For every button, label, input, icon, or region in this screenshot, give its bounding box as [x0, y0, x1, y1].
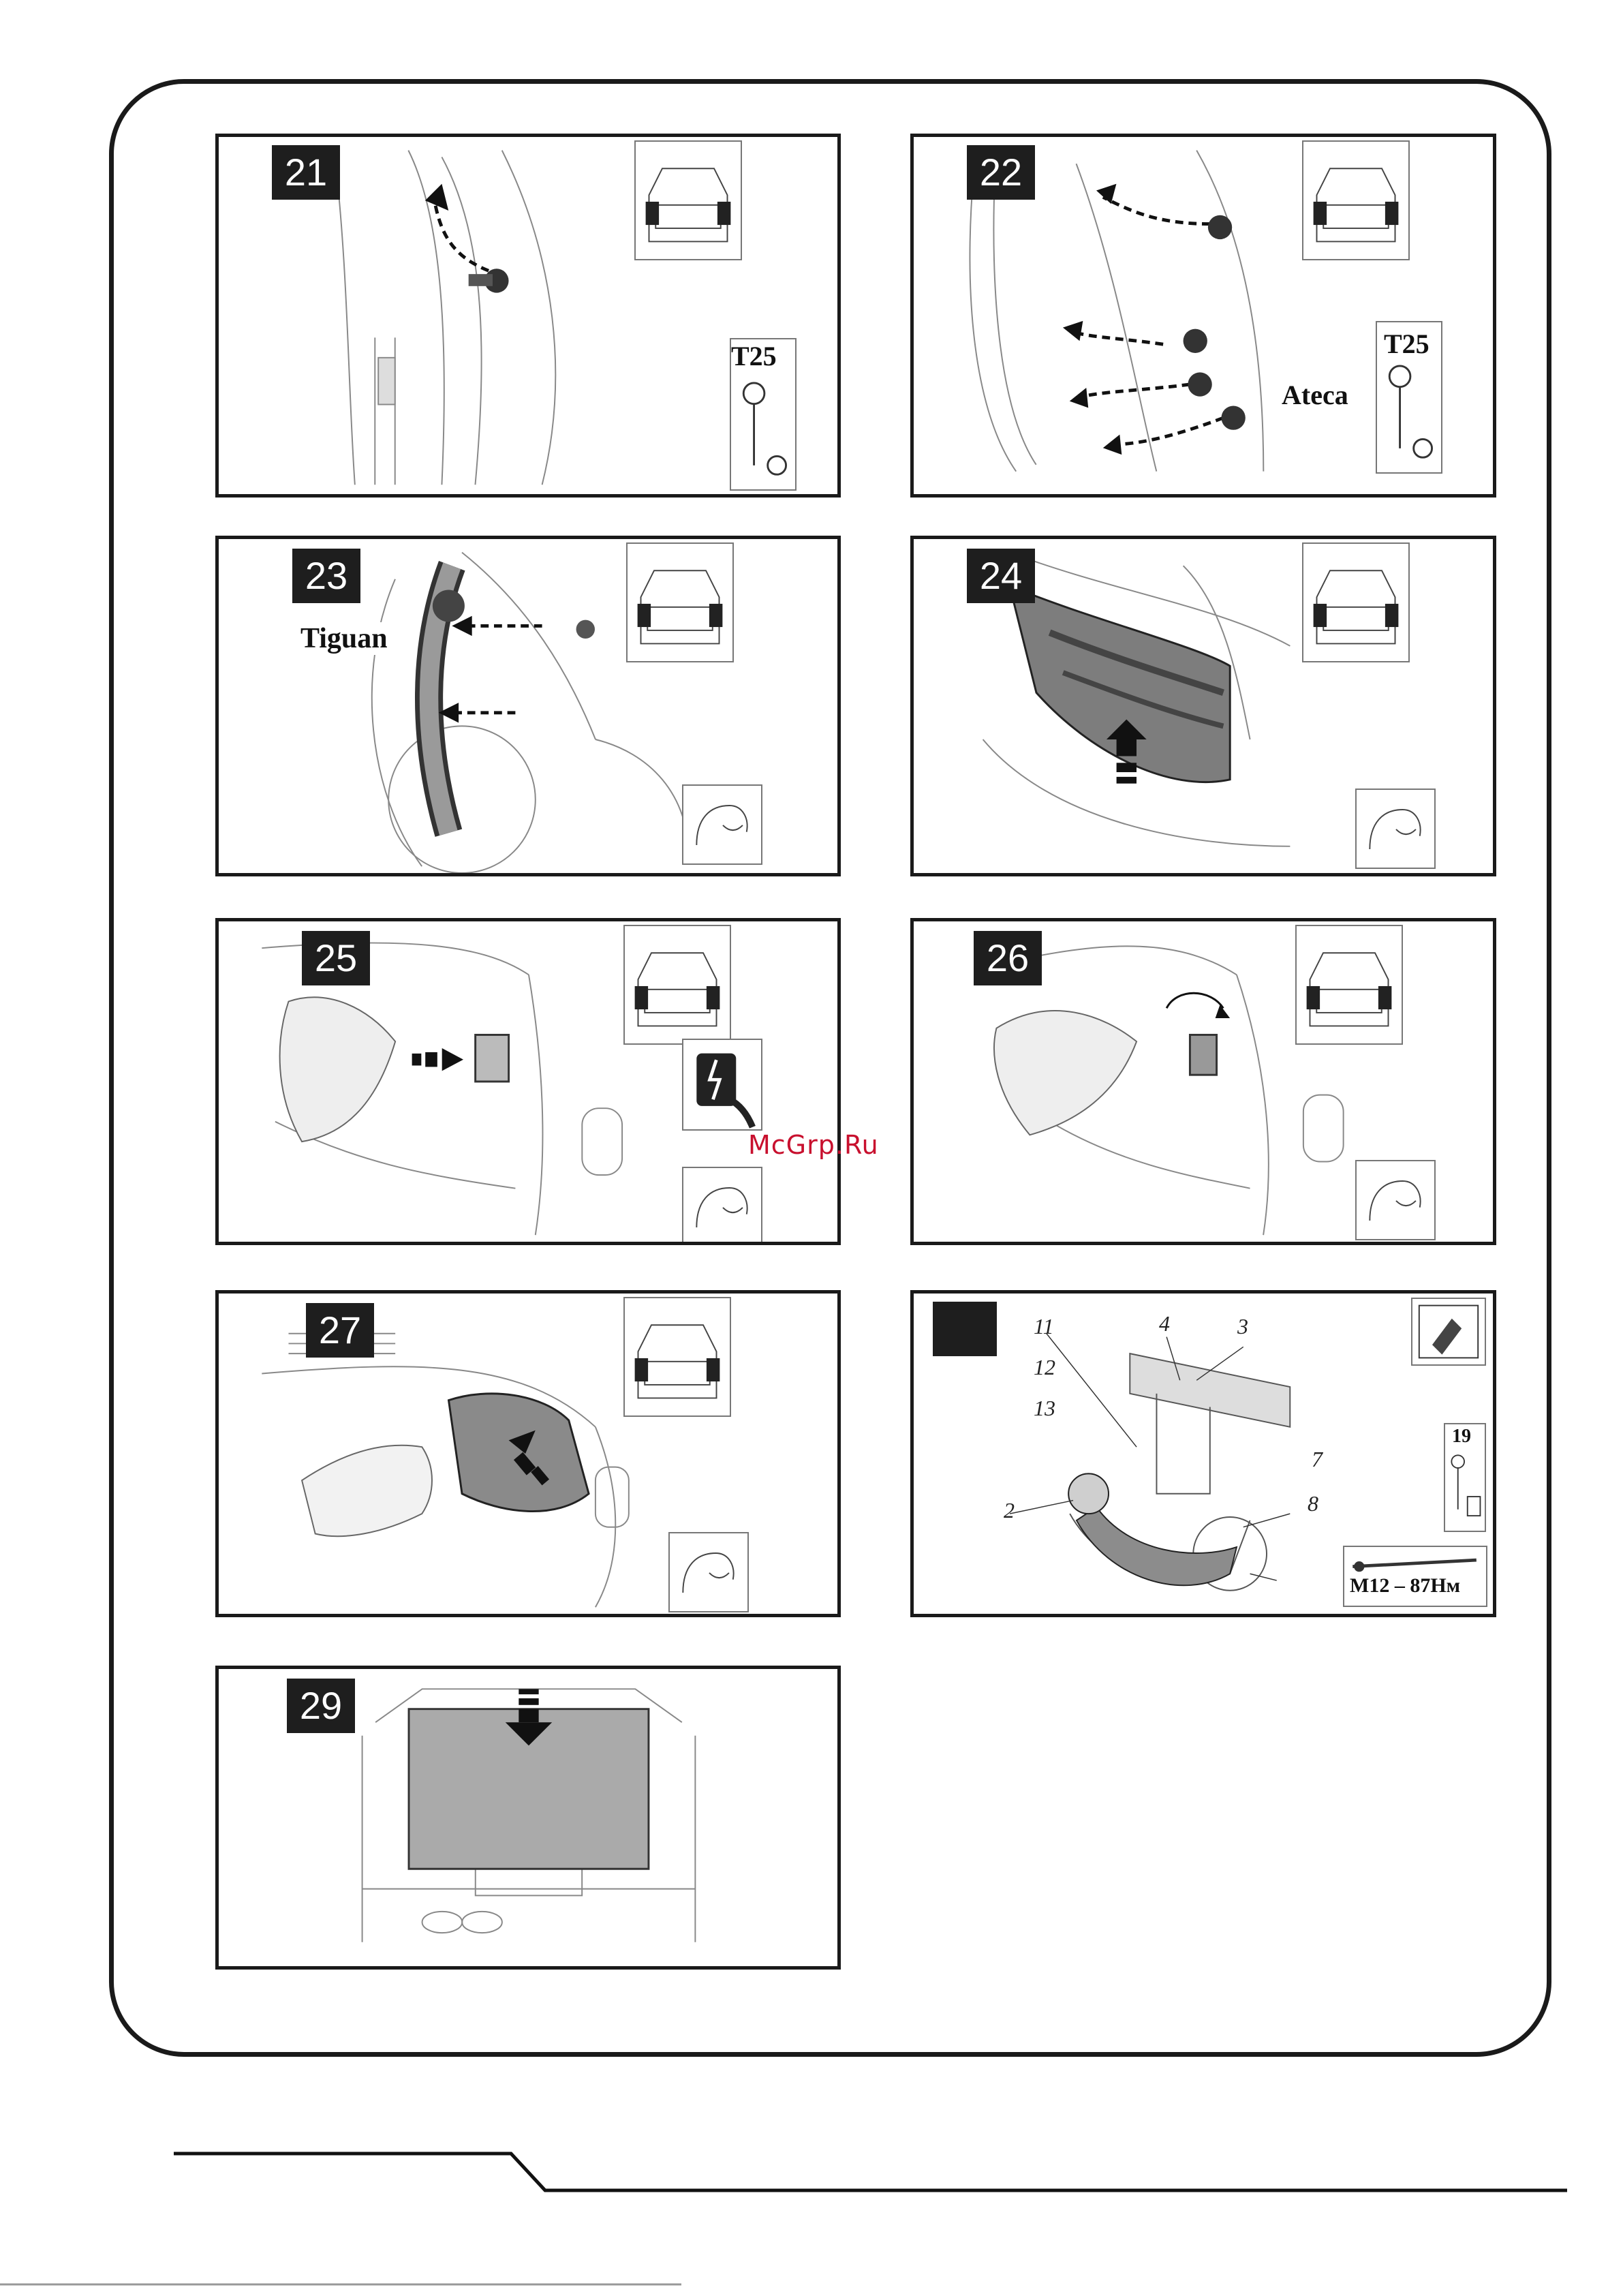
watermark: McGrp.Ru [748, 1130, 879, 1160]
model-note: Tiguan [300, 622, 388, 655]
socket-size-label: 19 [1452, 1426, 1471, 1448]
step-23-panel: 23 Tiguan [215, 536, 841, 876]
step-number: 27 [306, 1303, 374, 1358]
car-rear-icon [1302, 542, 1410, 662]
hand-icon [1355, 1160, 1436, 1240]
connector-icon [682, 1039, 762, 1131]
hand-icon [682, 1167, 762, 1245]
step-27-panel: 27 [215, 1290, 841, 1617]
part-callout: 12 [1034, 1355, 1055, 1380]
step-29-panel: 29 [215, 1666, 841, 1970]
part-callout: 8 [1308, 1491, 1318, 1516]
step-24-panel: 24 [910, 536, 1496, 876]
hand-icon [668, 1532, 749, 1612]
torque-spec: M12 – 87Нм [1350, 1574, 1460, 1597]
step-number: 25 [302, 931, 370, 985]
manual-icon [1411, 1298, 1486, 1366]
step-25-panel: 25 [215, 918, 841, 1245]
part-callout: 3 [1237, 1314, 1248, 1339]
step-21-panel: 21 T25 [215, 134, 841, 498]
part-callout: 4 [1159, 1311, 1170, 1336]
car-rear-icon [623, 925, 731, 1045]
part-callout: 13 [1034, 1396, 1055, 1421]
car-rear-icon [1295, 925, 1403, 1045]
step-number: 23 [292, 549, 360, 603]
part-callout: 11 [1034, 1314, 1054, 1339]
hand-icon [1355, 789, 1436, 869]
step-number: 21 [272, 145, 340, 200]
car-rear-icon [623, 1297, 731, 1417]
part-callout: 2 [1004, 1498, 1015, 1523]
step-28-panel: 11 4 3 12 13 7 2 8 19 M12 – 87Нм [910, 1290, 1496, 1617]
tool-label: T25 [731, 340, 777, 372]
car-rear-icon [634, 140, 742, 260]
hand-icon [682, 784, 762, 865]
step-22-panel: 22 T25 Ateca [910, 134, 1496, 498]
car-rear-icon [626, 542, 734, 662]
step-number: 26 [974, 931, 1042, 985]
step-number: 24 [967, 549, 1035, 603]
step-number: 29 [287, 1679, 355, 1733]
model-note: Ateca [1282, 379, 1348, 411]
car-rear-icon [1302, 140, 1410, 260]
step-number [933, 1302, 997, 1356]
part-callout: 7 [1312, 1447, 1323, 1472]
step-number: 22 [967, 145, 1035, 200]
tool-label: T25 [1384, 328, 1429, 360]
step-26-panel: 26 [910, 918, 1496, 1245]
